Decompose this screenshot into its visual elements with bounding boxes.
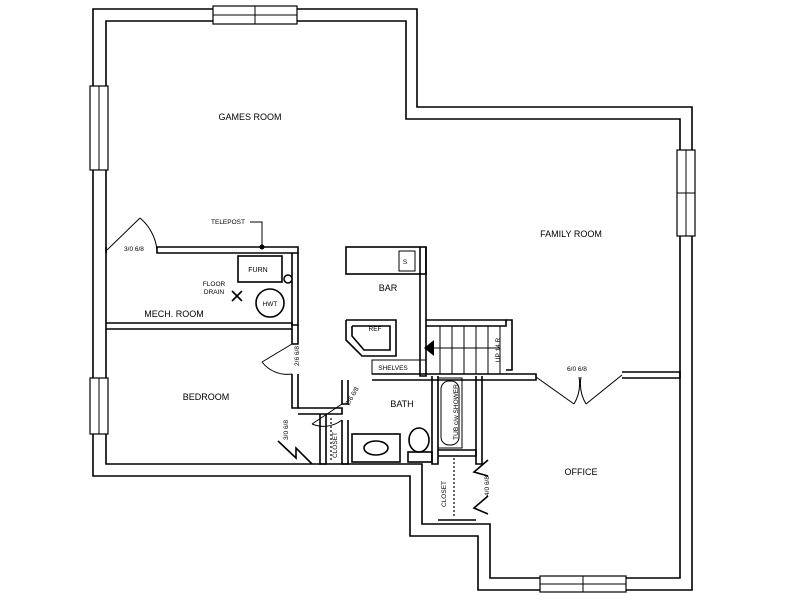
label-door-family-office: 6/0 6/8	[567, 366, 587, 373]
label-door-mech: 3/0 6/8	[124, 246, 144, 253]
label-telepost: TELEPOST	[211, 219, 245, 226]
label-door-bedroom: 2/6 6/8	[294, 346, 301, 366]
window-office-bottom	[539, 575, 627, 593]
label-stairs: UP 14 R	[495, 337, 502, 362]
vanity	[351, 433, 401, 463]
window-games-left	[89, 85, 109, 171]
label-closet-office: CLOSET	[441, 481, 448, 507]
label-games-room: GAMES ROOM	[218, 112, 281, 122]
label-office: OFFICE	[565, 467, 598, 477]
furnace	[237, 255, 283, 283]
label-mech-room: MECH. ROOM	[144, 309, 204, 319]
bathtub	[437, 377, 463, 449]
exterior-wall-inner	[105, 20, 681, 579]
door-family-office	[535, 374, 623, 405]
flue	[283, 274, 293, 284]
label-shelves: SHELVES	[378, 365, 408, 372]
door-closet-office	[472, 459, 489, 515]
telepost	[250, 221, 265, 250]
door-closet-bedroom	[277, 440, 313, 465]
label-door-closet-office: 4/0 6/8	[484, 476, 491, 496]
window-bedroom-left	[89, 377, 109, 435]
window-family-right	[676, 149, 696, 237]
label-bar: BAR	[379, 283, 398, 293]
label-bedroom: BEDROOM	[183, 392, 230, 402]
hwt	[255, 288, 285, 318]
exterior-wall-outer	[92, 8, 693, 591]
stairs	[424, 326, 501, 374]
label-family-room: FAMILY ROOM	[540, 229, 602, 239]
label-sink: S	[403, 259, 408, 266]
interior-walls	[105, 246, 681, 521]
door-bath	[311, 403, 343, 427]
label-closet-bedroom: CLOSET	[332, 432, 339, 458]
label-door-closet-bedroom: 3/0 6/8	[283, 420, 290, 440]
toilet	[407, 427, 433, 463]
door-mech	[106, 217, 158, 251]
door-bedroom	[261, 343, 293, 375]
label-ref: REF	[369, 326, 382, 333]
bar-sink	[398, 250, 416, 272]
label-floor-drain-2: DRAIN	[204, 289, 225, 296]
floor-drain	[231, 290, 243, 302]
window-games-top	[212, 5, 298, 25]
label-floor-drain-1: FLOOR	[203, 281, 226, 288]
label-door-bath: 2/6 6/8	[345, 386, 361, 407]
label-hwt: HWT	[263, 301, 278, 308]
label-tub: TUB c/w SHOWER	[453, 384, 460, 440]
label-bath: BATH	[390, 399, 413, 409]
label-furn: FURN	[248, 267, 267, 274]
